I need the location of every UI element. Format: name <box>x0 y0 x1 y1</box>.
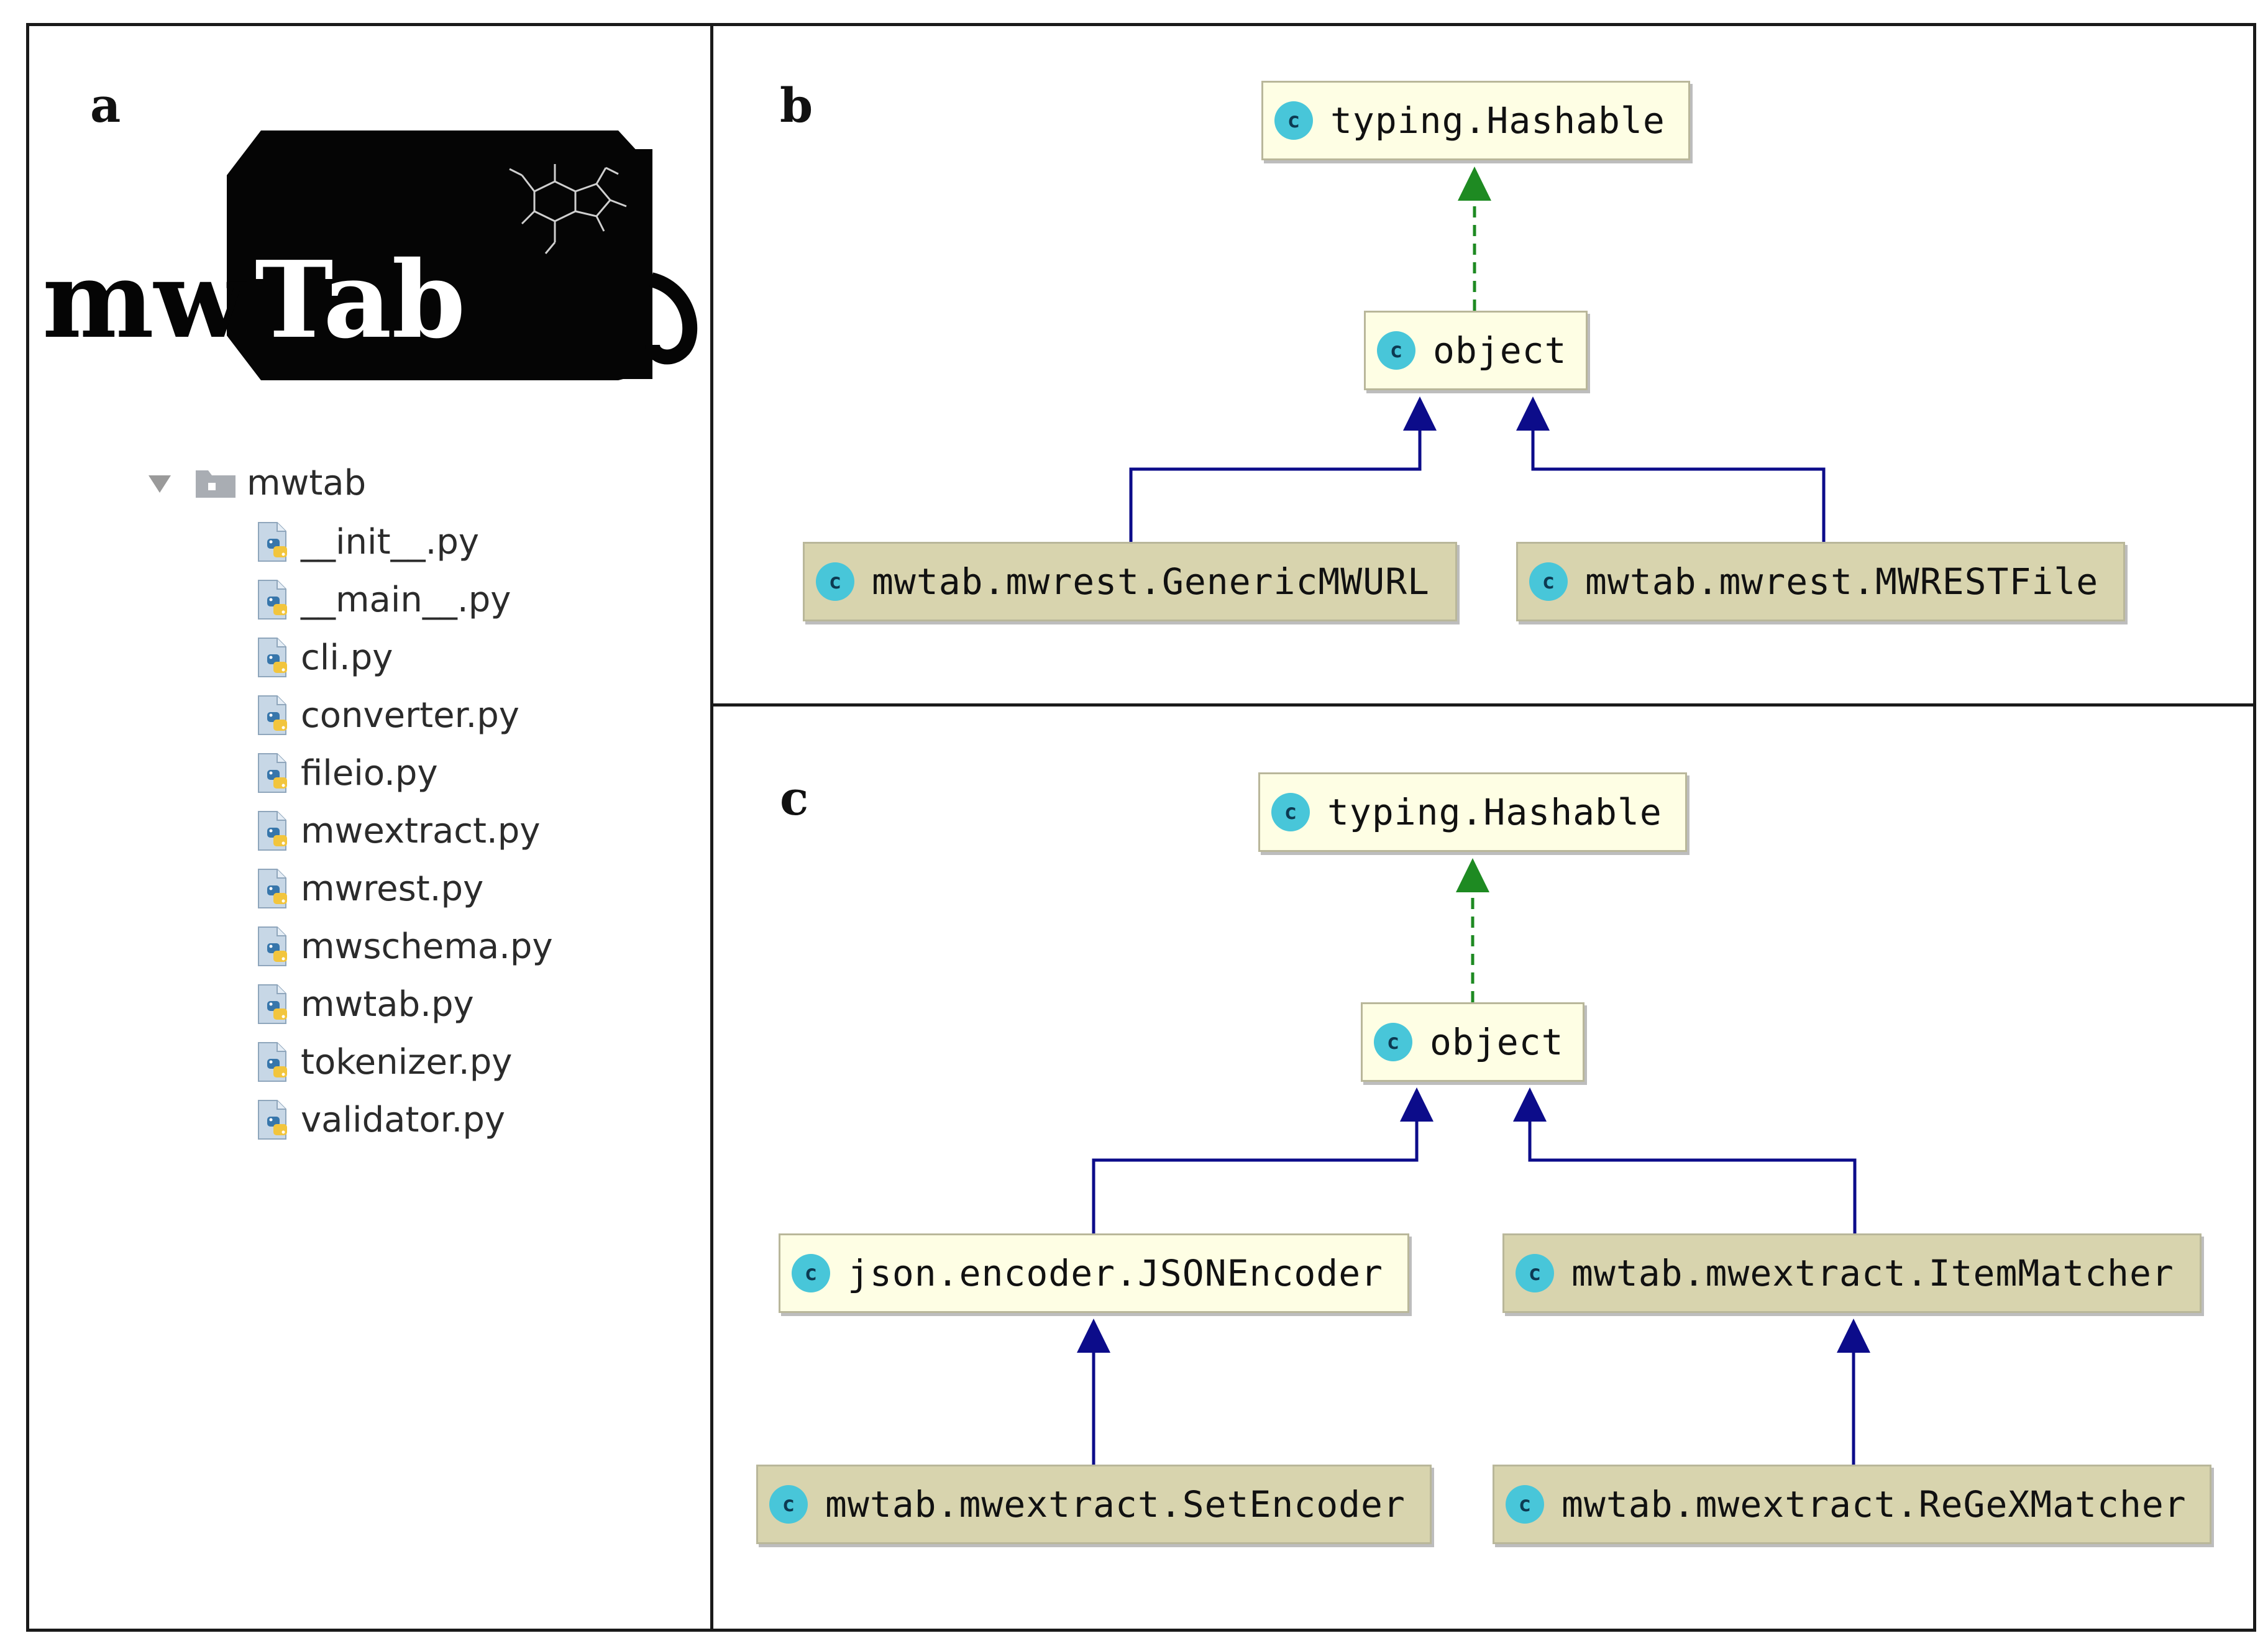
tree-file-label: validator.py <box>301 1099 506 1140</box>
c-itemmatcher-connector <box>1528 1120 1857 1233</box>
node-label: mwtab.mwextract.ReGeXMatcher <box>1562 1483 2187 1525</box>
python-file-icon <box>258 984 287 1024</box>
python-file-icon <box>258 695 287 735</box>
tree-file-row[interactable]: tokenizer.py <box>255 1037 512 1087</box>
figure-frame <box>26 23 2256 1632</box>
tree-file-label: mwrest.py <box>301 868 484 909</box>
c-node-typing-hashable[interactable]: c typing.Hashable <box>1258 772 1687 852</box>
b-implements-arrowhead <box>1458 167 1491 201</box>
tree-file-row[interactable]: converter.py <box>255 690 519 740</box>
class-icon: c <box>792 1254 830 1292</box>
tree-file-row[interactable]: __init__.py <box>255 517 479 567</box>
b-node-object[interactable]: c object <box>1364 311 1588 390</box>
tree-file-row[interactable]: __main__.py <box>255 575 511 624</box>
panel-divider-horizontal <box>710 703 2256 707</box>
c-jsonencoder-arrowhead <box>1400 1087 1434 1122</box>
c-node-set-encoder[interactable]: c mwtab.mwextract.SetEncoder <box>756 1465 1432 1544</box>
logo-text-mw: mw <box>42 238 247 362</box>
node-label: mwtab.mwextract.SetEncoder <box>825 1483 1406 1525</box>
b-generic-connector <box>1129 429 1422 542</box>
b-restfile-arrowhead <box>1516 396 1550 431</box>
c-regexmatcher-arrowhead <box>1837 1319 1870 1353</box>
python-file-icon <box>258 926 287 966</box>
logo-tag-loop <box>645 272 698 365</box>
c-itemmatcher-arrowhead <box>1513 1087 1547 1122</box>
tree-file-row[interactable]: fileio.py <box>255 748 438 798</box>
panel-label-a: a <box>90 78 121 133</box>
logo-tag-shape <box>227 130 652 380</box>
b-restfile-connector <box>1531 429 1826 542</box>
node-label: mwtab.mwrest.GenericMWURL <box>872 560 1430 603</box>
python-file-icon <box>258 1042 287 1082</box>
tree-file-label: __main__.py <box>301 579 511 620</box>
tree-file-label: fileio.py <box>301 752 438 793</box>
c-implements-arrowhead <box>1456 858 1489 892</box>
class-icon: c <box>769 1485 808 1524</box>
panel-label-c: c <box>780 771 809 826</box>
tree-file-row[interactable]: mwschema.py <box>255 922 553 971</box>
class-icon: c <box>1506 1485 1544 1524</box>
c-node-item-matcher[interactable]: c mwtab.mwextract.ItemMatcher <box>1502 1233 2202 1313</box>
tree-file-label: __init__.py <box>301 521 480 562</box>
node-label: typing.Hashable <box>1330 99 1665 142</box>
node-label: mwtab.mwrest.MWRESTFile <box>1585 560 2099 603</box>
node-label: json.encoder.JSONEncoder <box>848 1252 1384 1294</box>
panel-divider-vertical <box>710 23 713 1632</box>
mwtab-logo: mw Tab <box>42 130 698 380</box>
python-file-icon <box>258 580 287 620</box>
python-file-icon <box>258 811 287 851</box>
class-icon: c <box>1271 793 1310 831</box>
c-node-json-encoder[interactable]: c json.encoder.JSONEncoder <box>779 1233 1409 1313</box>
folder-icon <box>196 470 235 498</box>
class-icon: c <box>1377 331 1415 370</box>
tree-file-label: tokenizer.py <box>301 1041 513 1082</box>
python-file-icon <box>258 1100 287 1140</box>
node-label: mwtab.mwextract.ItemMatcher <box>1571 1252 2174 1294</box>
class-icon: c <box>816 562 854 601</box>
tree-folder-row[interactable]: mwtab <box>146 458 366 508</box>
c-setencoder-arrowhead <box>1077 1319 1110 1353</box>
python-file-icon <box>258 869 287 908</box>
tree-file-row[interactable]: mwtab.py <box>255 979 474 1029</box>
c-jsonencoder-connector <box>1092 1120 1419 1233</box>
class-icon: c <box>1374 1023 1412 1061</box>
tree-file-row[interactable]: cli.py <box>255 633 393 682</box>
class-icon: c <box>1274 101 1313 140</box>
tree-file-row[interactable]: validator.py <box>255 1095 505 1145</box>
tree-file-row[interactable]: mwextract.py <box>255 806 541 856</box>
b-node-typing-hashable[interactable]: c typing.Hashable <box>1261 81 1690 160</box>
b-node-generic-mwurl[interactable]: c mwtab.mwrest.GenericMWURL <box>803 542 1457 621</box>
logo-text-tab: Tab <box>255 238 465 362</box>
python-file-icon <box>258 522 287 562</box>
node-label: object <box>1433 329 1567 372</box>
tree-file-row[interactable]: mwrest.py <box>255 864 483 913</box>
python-file-icon <box>258 753 287 793</box>
b-generic-arrowhead <box>1403 396 1437 431</box>
tree-file-label: cli.py <box>301 637 393 678</box>
tree-file-label: mwextract.py <box>301 810 541 851</box>
tree-file-label: converter.py <box>301 695 519 736</box>
c-node-regex-matcher[interactable]: c mwtab.mwextract.ReGeXMatcher <box>1493 1465 2211 1544</box>
class-icon: c <box>1516 1254 1554 1292</box>
panel-label-b: b <box>780 78 813 133</box>
disclosure-triangle-icon[interactable] <box>146 469 173 496</box>
molecule-icon <box>509 164 627 254</box>
tree-file-label: mwschema.py <box>301 926 553 967</box>
c-node-object[interactable]: c object <box>1361 1002 1584 1082</box>
b-node-mwrest-file[interactable]: c mwtab.mwrest.MWRESTFile <box>1516 542 2125 621</box>
node-label: typing.Hashable <box>1327 791 1662 833</box>
python-file-icon <box>258 638 287 677</box>
tree-folder-label: mwtab <box>247 462 367 503</box>
node-label: object <box>1430 1021 1564 1063</box>
tree-file-label: mwtab.py <box>301 984 474 1025</box>
class-icon: c <box>1529 562 1568 601</box>
